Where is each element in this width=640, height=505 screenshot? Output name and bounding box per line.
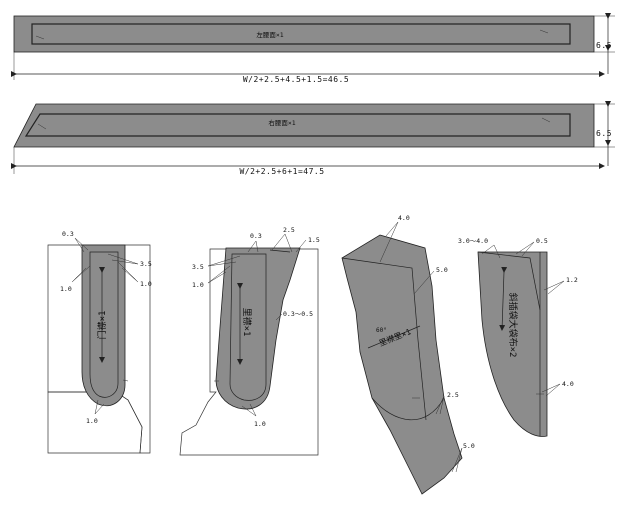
right-waistband-notch	[541, 117, 551, 123]
pocket-bag-grainline	[367, 325, 421, 349]
fly-notch	[122, 379, 129, 382]
fly-facing-leader	[207, 255, 241, 267]
slant-pocket-top-right-allowance: 0.5	[536, 237, 548, 245]
right-waistband-inner-outline	[24, 113, 571, 137]
fly-right-allowance-a: 3.5	[140, 260, 152, 268]
slant-pocket-right-allowance: 1.2	[566, 276, 578, 284]
fly-label: 门襟×1	[96, 311, 108, 340]
pocket-bag-bottom-allowance: 5.0	[463, 442, 475, 450]
fly-leader	[94, 399, 99, 415]
fly-facing-leader	[207, 271, 227, 284]
pocket-bag-top-allowance: 4.0	[398, 214, 410, 222]
slant-pocket-leader	[545, 383, 561, 397]
slant-pocket-leader	[515, 241, 535, 255]
pocket-bag-lower-right-allowance: 2.5	[447, 391, 459, 399]
right-waistband-notch	[37, 123, 47, 130]
slant-pocket-leader	[521, 241, 535, 257]
pocket-bag-leader	[385, 221, 399, 237]
pocket-bag-inner-line	[341, 257, 427, 421]
slant-pocket-label: 斜插袋大袋布×2	[507, 293, 519, 358]
fly-leader	[107, 253, 139, 265]
fly-leader	[111, 259, 139, 265]
slant-pocket-leader	[547, 280, 565, 295]
fly-facing-stitch-line	[229, 253, 267, 401]
pocket-bag-leader	[451, 447, 463, 473]
right-waistband-label: 右腰面×1	[268, 118, 295, 127]
pocket-bag-hem-curve	[371, 397, 445, 421]
pocket-bag-leader	[439, 395, 445, 415]
left-waistband-formula: W/2+2.5+4.5+1.5=46.5	[243, 75, 349, 84]
fly-facing-top-allowance-b: 2.5	[283, 226, 295, 234]
slant-pocket-leader	[493, 244, 501, 259]
slant-pocket-grainline	[499, 266, 508, 331]
pocket-bag-leader	[455, 447, 463, 473]
fly-leader	[74, 237, 89, 251]
pocket-bag-leader	[435, 395, 445, 415]
left-waistband-height: 6.5	[596, 41, 612, 50]
left-waistband-notch	[539, 29, 549, 34]
slant-pocket-leader	[541, 383, 561, 393]
fly-facing-leader	[247, 240, 257, 253]
pocket-bag-angle: 60°	[376, 327, 387, 334]
fly-piece-group: 门襟×1 0.3 3.5 1.0 1.0 1.0	[47, 230, 152, 454]
pocket-bag-leader	[379, 221, 399, 263]
fly-facing-fold-line	[269, 249, 291, 253]
pocket-bag-piece	[341, 234, 463, 495]
left-waistband-notch	[35, 35, 45, 40]
fly-facing-group: 里襟×1 0.3 2.5 1.5 3.5 1.0 0.3～0.5 1.0	[179, 226, 320, 456]
slant-pocket-opening-line	[477, 251, 541, 311]
slant-pocket-leader	[481, 244, 495, 255]
fly-left-allowance: 1.0	[60, 285, 72, 293]
slant-pocket-top-left-allowance: 3.0～4.0	[458, 237, 488, 245]
pocket-bag-group: 60° 里襟里×1 4.0 5.0 2.5 5.0	[341, 214, 475, 495]
fly-leader	[94, 403, 105, 415]
fly-leader	[117, 261, 139, 283]
slant-pocket-bottom-allowance: 4.0	[562, 380, 574, 388]
fly-right-allowance-b: 1.0	[140, 280, 152, 288]
fly-top-allowance: 0.3	[62, 230, 74, 238]
fly-facing-side-allowance: 0.3～0.5	[283, 310, 313, 318]
fly-bottom-allowance: 1.0	[86, 417, 98, 425]
left-waistband-inner-outline	[31, 23, 571, 45]
right-waistband-height: 6.5	[596, 129, 612, 138]
fly-facing-leader	[207, 265, 231, 284]
right-waistband: 右腰面×1 6.5 W/2+2.5+6+1=47.5	[11, 101, 615, 176]
fly-facing-leader	[207, 261, 237, 267]
fly-leader	[74, 237, 85, 253]
fly-stitch-line	[89, 251, 119, 398]
fly-facing-leader	[275, 313, 283, 321]
fly-leader	[71, 265, 91, 283]
left-waistband-piece	[13, 15, 595, 53]
pocket-bag-right-allowance: 5.0	[436, 266, 448, 274]
fly-facing-label: 里襟×1	[241, 308, 253, 337]
fly-leader	[121, 267, 139, 283]
fly-facing-leader	[284, 233, 293, 253]
right-waistband-formula: W/2+2.5+6+1=47.5	[239, 167, 324, 176]
fly-facing-left-allowance-a: 3.5	[192, 263, 204, 271]
pocket-bag-leader	[413, 270, 435, 295]
fly-facing-bottom-allowance: 1.0	[254, 420, 266, 428]
fly-facing-left-allowance-b: 1.0	[192, 281, 204, 289]
left-waistband-label: 左腰面×1	[256, 30, 283, 39]
slant-pocket-leader	[543, 280, 565, 291]
fly-facing-leader	[295, 239, 307, 253]
slant-pocket-piece	[477, 251, 548, 437]
fly-facing-leader	[255, 240, 259, 253]
left-waistband: 左腰面×1 6.5 W/2+2.5+4.5+1.5=46.5	[11, 13, 615, 84]
fly-facing-top-allowance-c: 1.5	[308, 236, 320, 244]
right-waistband-piece	[13, 103, 595, 148]
fly-facing-leader	[241, 405, 257, 417]
fly-facing-leader	[249, 403, 257, 417]
fly-facing-leader	[271, 233, 286, 251]
slant-pocket-group: 斜插袋大袋布×2 3.0～4.0 0.5 1.2 4.0	[458, 237, 578, 437]
fly-facing-top-allowance-a: 0.3	[250, 232, 262, 240]
